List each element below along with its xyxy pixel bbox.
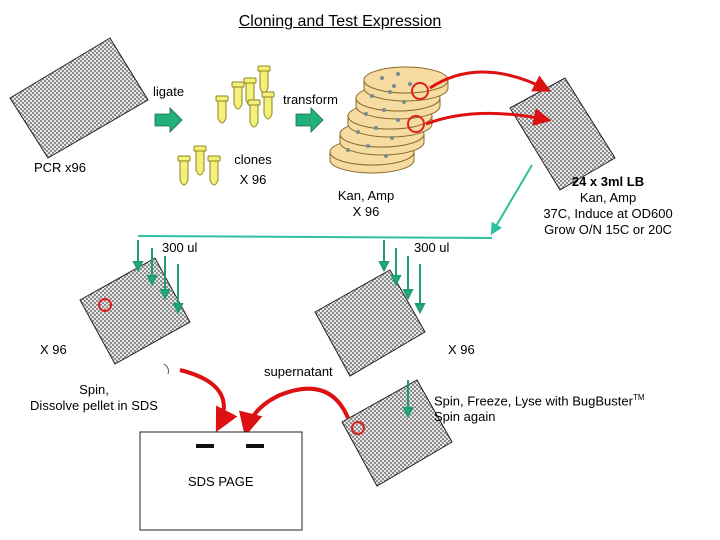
lyse-arrow	[402, 380, 414, 419]
sds-page-gel	[139, 431, 303, 531]
volume-left-label: 300 ul	[162, 240, 198, 255]
x96-right-label: X 96	[448, 342, 475, 357]
transform-arrow	[295, 107, 324, 133]
pcr-plate	[9, 37, 149, 159]
picked-colony-circles	[407, 82, 429, 133]
x96-left-label: X 96	[40, 342, 67, 357]
distribution-line	[137, 164, 533, 239]
sds-page-label: SDS PAGE	[188, 474, 254, 489]
clone-tubes	[177, 145, 221, 186]
load-gel-arrows	[179, 368, 350, 437]
pick-colony-arrows	[425, 70, 552, 126]
clones-label: clones X 96	[225, 152, 281, 188]
ligate-label: ligate	[153, 84, 185, 99]
kan-amp-label-line-2: X 96	[352, 204, 380, 219]
ligate-arrow	[154, 107, 183, 133]
clones-label-line-1: clones	[234, 152, 272, 167]
transform-label: transform	[283, 92, 338, 107]
culture-line-3: 37C, Induce at OD600	[543, 206, 673, 221]
kan-amp-label: Kan, Amp X 96	[322, 188, 410, 220]
spin-pellet-label: Spin, Dissolve pellet in SDS	[14, 382, 174, 414]
supernatant-label: supernatant	[264, 364, 333, 379]
petri-dish-stack	[329, 66, 449, 174]
gel-well-right	[246, 444, 264, 448]
sample-well-markers	[98, 298, 365, 435]
lyse-label: Spin, Freeze, Lyse with BugBusterTM Spin…	[434, 390, 645, 425]
pcr-label: PCR x96	[34, 160, 87, 175]
culture-line-1: 24 x 3ml LB	[571, 174, 645, 189]
kan-amp-label-line-1: Kan, Amp	[337, 188, 395, 203]
gel-well-left	[196, 444, 214, 448]
lyse-line-1-text: Spin, Freeze, Lyse with BugBuster	[434, 393, 633, 409]
trademark-mark: TM	[632, 393, 645, 402]
supernatant-plate	[341, 379, 453, 487]
culture-line-2: Kan, Amp	[579, 190, 637, 205]
colony-dots	[346, 72, 412, 158]
right-transfer-arrows	[378, 240, 426, 315]
volume-right-label: 300 ul	[414, 240, 450, 255]
lysate-plate	[314, 269, 426, 377]
spin-pellet-line-1: Spin,	[79, 382, 109, 397]
clones-label-line-2: X 96	[239, 172, 267, 187]
diagram-title: Cloning and Test Expression	[238, 13, 442, 30]
ligation-tubes	[215, 65, 275, 128]
culture-conditions-label: 24 x 3ml LB Kan, Amp 37C, Induce at OD60…	[520, 174, 696, 238]
lyse-line-1: Spin, Freeze, Lyse with BugBusterTM	[434, 390, 645, 409]
left-transfer-arrows	[132, 240, 184, 315]
spin-pellet-line-2: Dissolve pellet in SDS	[30, 398, 158, 413]
lyse-line-2: Spin again	[434, 409, 496, 425]
plate-shadow-hint	[163, 363, 169, 375]
culture-line-4: Grow O/N 15C or 20C	[544, 222, 672, 237]
pellet-plate	[79, 257, 191, 365]
